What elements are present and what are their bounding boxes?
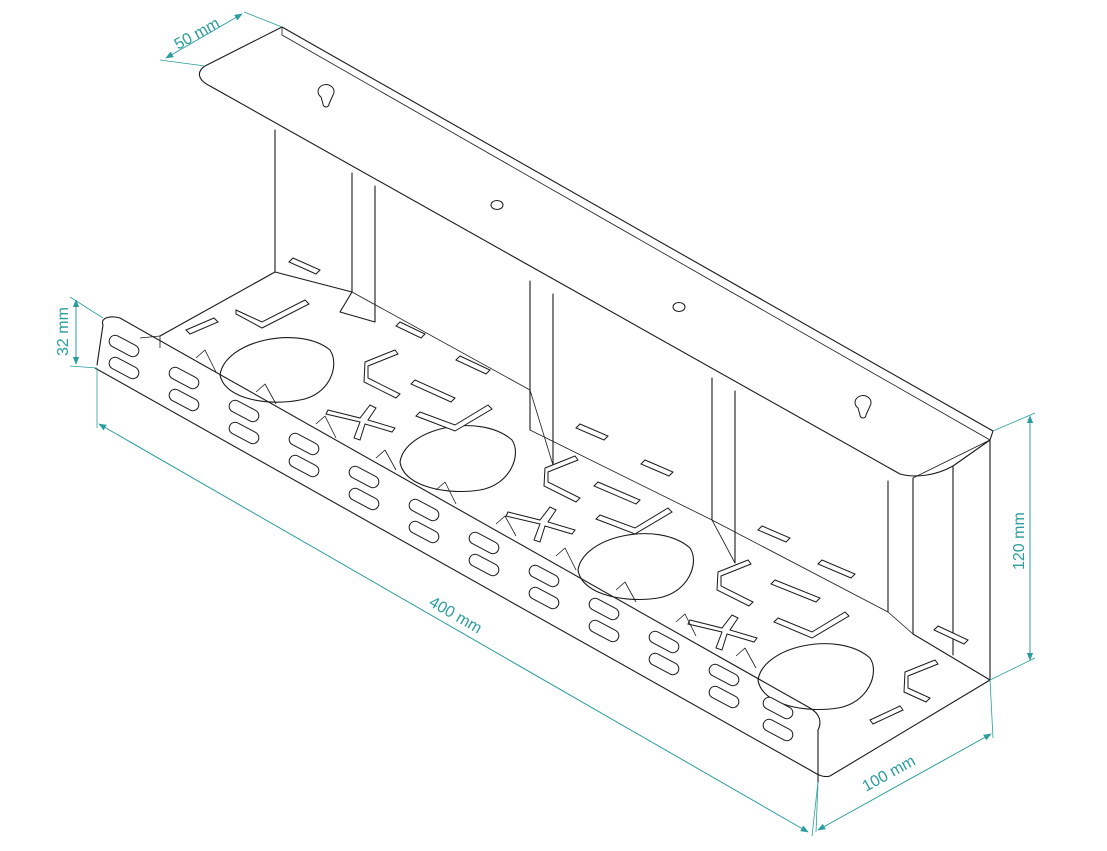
dimension-label-height: 120 mm bbox=[1011, 512, 1028, 570]
dimension-front-wall: 32 mm bbox=[55, 296, 104, 369]
keyhole-slot-right bbox=[854, 395, 872, 419]
dimension-height: 120 mm bbox=[989, 412, 1036, 681]
dimension-label-depth: 100 mm bbox=[860, 753, 919, 796]
dimension-label-length: 400 mm bbox=[426, 594, 485, 638]
dimension-label-top-flange: 50 mm bbox=[172, 15, 223, 54]
dimension-label-front-wall: 32 mm bbox=[55, 307, 72, 356]
front-wall-slots bbox=[108, 334, 794, 742]
screw-hole-right bbox=[672, 302, 686, 312]
dimension-length: 400 mm bbox=[96, 368, 819, 837]
dimension-depth: 100 mm bbox=[815, 679, 994, 833]
vertical-hangers bbox=[274, 129, 991, 681]
screw-hole-left bbox=[490, 200, 504, 210]
top-flange bbox=[198, 26, 994, 477]
floor-slots bbox=[185, 257, 969, 725]
keyhole-slot-left bbox=[317, 84, 335, 108]
